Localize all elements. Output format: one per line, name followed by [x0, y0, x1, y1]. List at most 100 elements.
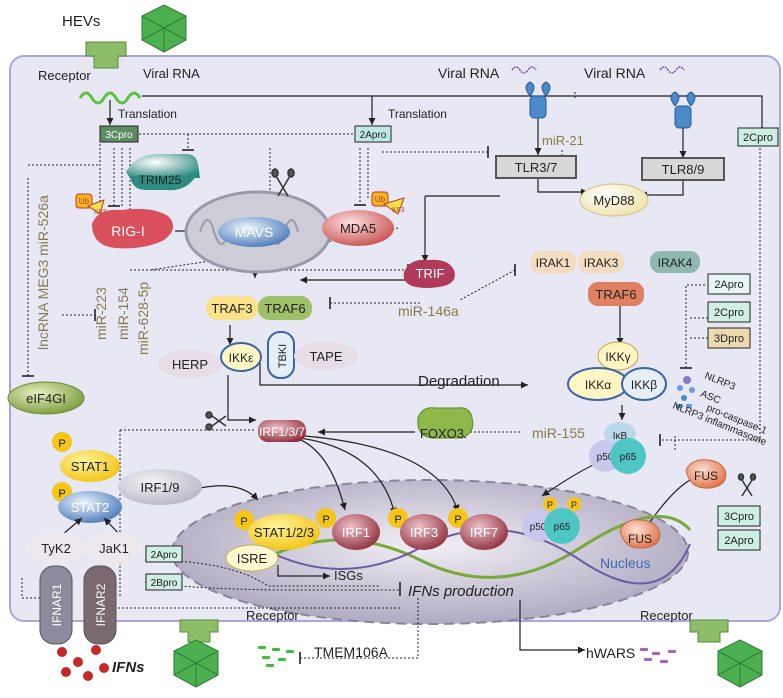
- eif4gi: [7, 381, 85, 415]
- ifnar1-label: IFNAR1: [50, 583, 64, 626]
- tmem106a-label: TMEM106A: [314, 644, 389, 660]
- protease-2c-right-label: 2Cpro: [743, 132, 773, 144]
- scissors-icon-right: [737, 473, 757, 497]
- irak1: [530, 251, 576, 273]
- irf3-label: IRF3: [410, 525, 438, 540]
- receptor-bottom-label: Receptor: [246, 608, 299, 623]
- phospho-irf1-label: P: [322, 514, 329, 526]
- p65-cyto-label: p65: [620, 452, 637, 463]
- fus-cyto-label: FUS: [694, 469, 718, 483]
- protease-2b-left: [145, 573, 183, 591]
- protease-2a-top-label: 2Apro: [360, 130, 387, 141]
- irf1-label: IRF1: [342, 525, 370, 540]
- trim25-label: TRIM25: [139, 173, 182, 187]
- tape-label: TAPE: [310, 349, 343, 364]
- degradation-label: Degradation: [418, 373, 500, 390]
- protease-2a-bottom: [717, 529, 761, 551]
- irak1-label: IRAK1: [536, 256, 571, 270]
- protease-3d-right-label: 3Dpro: [714, 333, 744, 345]
- hwars-label: hWARS: [586, 645, 635, 661]
- protease-3c-top-label: 3Cpro: [105, 130, 133, 141]
- traf6-right-label: TRAF6: [595, 287, 636, 302]
- tlr89-label: TLR8/9: [662, 162, 705, 177]
- phospho-irf7: [448, 508, 468, 528]
- ifns-production-label: IFNs production: [408, 583, 514, 600]
- traf6-left-label: TRAF6: [264, 301, 305, 316]
- protease-3c-bottom-label: 3Cpro: [724, 511, 754, 523]
- nlrp3-inflammasome-icon: [676, 376, 695, 408]
- stat1: [60, 450, 120, 482]
- protease-3c-top: [99, 125, 139, 143]
- irak3: [578, 251, 624, 273]
- receptor-icon-top: [85, 41, 127, 69]
- phospho-stat123-label: P: [240, 516, 247, 528]
- p50-cyto-label: p50: [597, 452, 614, 463]
- ikkg-label: IKKγ: [605, 350, 630, 364]
- phospho-p65-label: P: [571, 500, 577, 510]
- p50-nuc-label: p50: [530, 522, 547, 533]
- trif: [403, 259, 455, 288]
- k63-right-label: K63: [392, 207, 405, 214]
- ikkb-label: IKKβ: [631, 378, 657, 392]
- phospho-stat1: [52, 432, 72, 452]
- irf7-nuc: [460, 514, 508, 550]
- ikb-label: IκB: [613, 431, 628, 442]
- phospho-p50-label: P: [547, 500, 553, 510]
- irf3-nuc: [400, 514, 448, 550]
- irf137-label: IRF1/3/7: [259, 425, 305, 439]
- tlr37-box: [495, 155, 577, 179]
- protease-2a-left-label: 2Apro: [151, 550, 178, 561]
- translation-label-1: Translation: [118, 107, 177, 121]
- irf19-label: IRF1/9: [140, 480, 179, 495]
- stat2: [58, 491, 122, 523]
- trim25: [126, 154, 200, 191]
- fus-nuc-label: FUS: [628, 532, 652, 546]
- mir21-label: miR-21: [542, 133, 584, 148]
- protease-2c-right: [737, 127, 779, 147]
- mda5-label: MDA5: [340, 221, 376, 236]
- myd88: [579, 183, 649, 217]
- viral-rna-wave: [78, 91, 142, 105]
- tyk2-label: TyK2: [41, 541, 71, 556]
- virus-icon-bottom-right: [717, 639, 763, 688]
- stat1-label: STAT1: [71, 459, 110, 474]
- tbk1: [267, 331, 295, 379]
- tlr-receptor-icon-left: [511, 66, 551, 119]
- ikkg: [597, 341, 639, 371]
- irf19: [118, 469, 202, 505]
- viral-rna-label-2: Viral RNA: [438, 65, 500, 81]
- traf6-left: [258, 296, 312, 320]
- traf3-label: TRAF3: [211, 301, 252, 316]
- tlr89-box: [641, 157, 725, 181]
- scissors-icon-top: [271, 168, 295, 197]
- mavs: [218, 217, 290, 247]
- ubiquitin-tag-right: [371, 191, 405, 215]
- p65-cyto: [610, 438, 646, 474]
- ub-right-label: Ub: [375, 195, 386, 204]
- isre: [225, 544, 279, 572]
- ub-left-label: Ub: [79, 197, 90, 206]
- viral-rna-label-1: Viral RNA: [143, 66, 200, 81]
- p65-nuc-label: p65: [554, 522, 571, 533]
- rig-i-label: RIG-I: [111, 223, 144, 239]
- fus-cyto: [685, 459, 727, 489]
- herp-label: HERP: [172, 357, 208, 372]
- irak3-label: IRAK3: [584, 256, 619, 270]
- fus-nuc: [619, 519, 661, 549]
- mir628-label: miR-628-5p: [135, 282, 151, 355]
- phospho-irf1: [316, 508, 336, 528]
- phospho-stat123: [234, 510, 254, 530]
- myd88-label: MyD88: [593, 193, 634, 208]
- hevs-label: HEVs: [62, 13, 100, 30]
- ifnar1: [39, 565, 73, 645]
- jak1: [86, 532, 142, 564]
- protease-2c-right-stack-label: 2Cpro: [714, 307, 744, 319]
- receptor-icon-bottom: [179, 619, 219, 643]
- foxo3-label: FOXO3: [420, 426, 464, 441]
- protease-2a-bottom-label: 2Apro: [724, 535, 753, 547]
- mir223-label: miR-223: [93, 287, 109, 340]
- irf137: [258, 420, 306, 442]
- isre-label: ISRE: [237, 551, 268, 566]
